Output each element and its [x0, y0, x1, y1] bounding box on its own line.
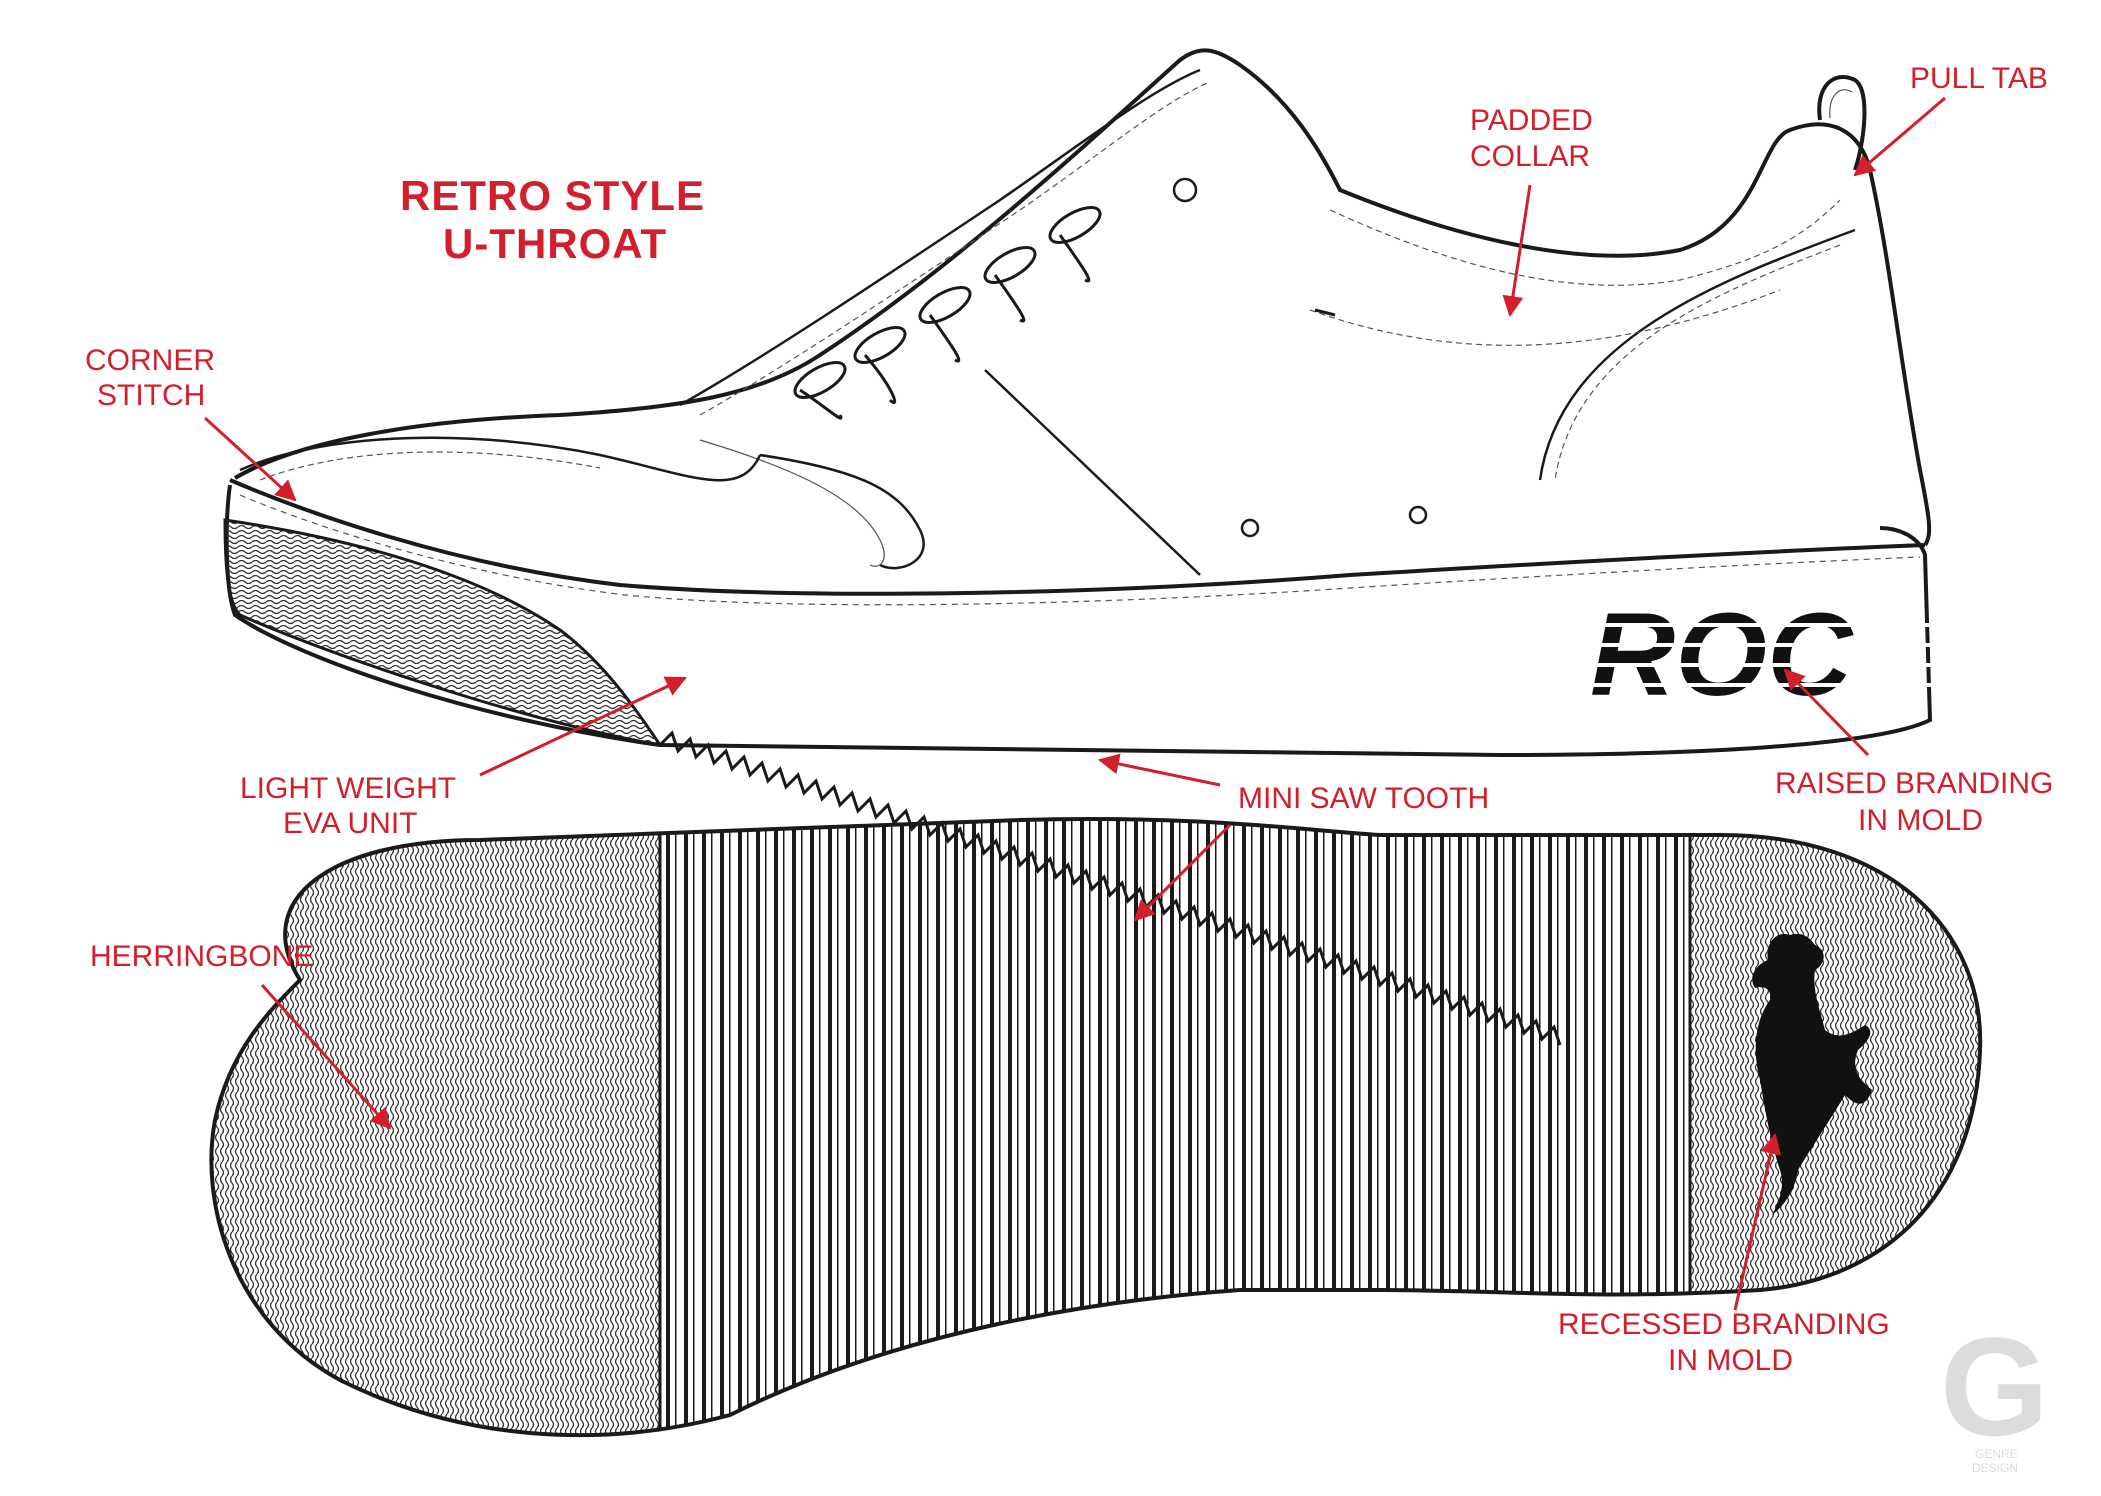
raised-brand-text: ROC: [1590, 589, 1854, 721]
svg-text:GENRE: GENRE: [1975, 1447, 2018, 1461]
watermark-logo: G GENRE DESIGN: [1940, 1308, 2049, 1475]
heel-counter: [1538, 228, 1856, 481]
quarter-panel: [759, 453, 925, 570]
svg-text:IN MOLD: IN MOLD: [1858, 804, 1983, 837]
herringbone-toe-area: [211, 818, 660, 1436]
diagram-title-line2: U-THROAT: [443, 220, 667, 267]
annotation-mini-saw-tooth: MINI SAW TOOTH: [1097, 753, 1489, 922]
annotation-light-weight-eva: LIGHT WEIGHT EVA UNIT: [240, 676, 687, 840]
svg-text:CORNER: CORNER: [85, 344, 215, 377]
outsole-outline: [209, 816, 1983, 1438]
svg-text:MINI SAW TOOTH: MINI SAW TOOTH: [1238, 782, 1489, 815]
svg-text:DESIGN: DESIGN: [1972, 1461, 2018, 1475]
svg-text:PULL TAB: PULL TAB: [1910, 62, 2048, 95]
svg-text:G: G: [1940, 1308, 2049, 1465]
midsole-top-edge: [229, 478, 1926, 596]
recessed-brand-rooster: [1752, 933, 1872, 1215]
svg-text:RECESSED BRANDING: RECESSED BRANDING: [1558, 1308, 1890, 1341]
annotation-pull-tab: PULL TAB: [1853, 62, 2048, 177]
svg-text:IN MOLD: IN MOLD: [1668, 1344, 1793, 1377]
eyestay: [679, 68, 1201, 407]
svg-text:EVA UNIT: EVA UNIT: [283, 807, 417, 840]
upper-outline: [233, 48, 1932, 547]
toe-cap: [239, 436, 762, 482]
vent-hole: [1240, 518, 1260, 538]
rib-tread-area: [660, 818, 1690, 1436]
collar-stitch: [1329, 199, 1841, 286]
annotation-padded-collar: PADDED COLLAR: [1470, 104, 1593, 318]
svg-text:COLLAR: COLLAR: [1470, 140, 1590, 173]
eyelet-top: [1172, 177, 1198, 203]
svg-text:RAISED BRANDING: RAISED BRANDING: [1775, 767, 2053, 800]
svg-text:HERRINGBONE: HERRINGBONE: [90, 940, 313, 973]
shoe-side-view: ROC: [223, 48, 1935, 1046]
svg-text:PADDED: PADDED: [1470, 104, 1593, 137]
laces: [793, 206, 1102, 420]
annotation-recessed-branding: RECESSED BRANDING IN MOLD: [1558, 1132, 1890, 1377]
diagram-title-line1: RETRO STYLE: [400, 172, 705, 219]
annotation-corner-stitch: CORNER STITCH: [85, 344, 297, 502]
toe-herringbone-wedge: [223, 518, 664, 748]
vent-hole: [1408, 505, 1428, 525]
pull-tab: [1817, 74, 1867, 171]
annotation-raised-branding: RAISED BRANDING IN MOLD: [1775, 668, 2053, 837]
svg-text:STITCH: STITCH: [97, 379, 205, 412]
svg-text:LIGHT WEIGHT: LIGHT WEIGHT: [240, 772, 456, 805]
annotation-herringbone: HERRINGBONE: [90, 940, 392, 1130]
